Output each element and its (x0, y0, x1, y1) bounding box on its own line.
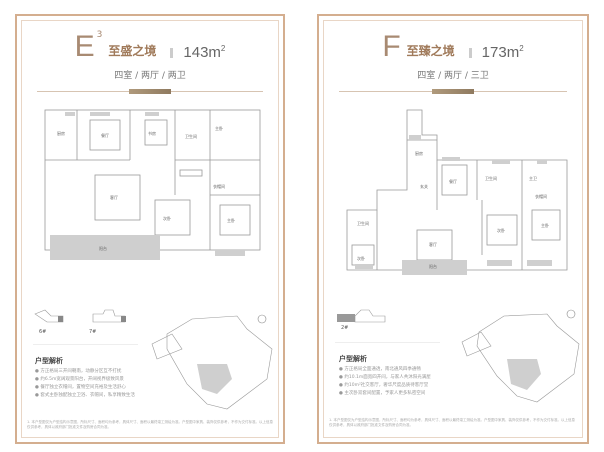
unit-superscript: 3 (96, 30, 103, 40)
svg-text:次卧: 次卧 (357, 255, 365, 261)
svg-text:次卧: 次卧 (497, 227, 505, 233)
site-map (461, 309, 580, 403)
svg-text:主卧: 主卧 (227, 217, 235, 223)
compass-icon (257, 314, 267, 324)
building-label: 2# (341, 325, 349, 331)
svg-text:次卧: 次卧 (163, 215, 171, 221)
analysis-item: ● 方正格局全面通透，南北通风四季通畅 (339, 367, 421, 372)
analysis-item: ● 方正格局三开间朝南，动静分区互不打扰 (35, 369, 122, 374)
floor-plan-e3: 厨房 餐厅 书房 卫生间 主卧 客厅 次卧 衣帽间 主卧 阳台 (44, 109, 261, 260)
analysis-title: 户型解析 (339, 355, 367, 363)
unit-name: 至盛之境 (108, 44, 157, 58)
analysis-item: ● 套式主卧独配独立卫浴、衣帽间，私享精致生活 (35, 393, 135, 398)
svg-text:厨房: 厨房 (415, 150, 423, 156)
disclaimer: 1. 本户型图仅为户型结构示意图，所标尺寸、面积均为参考，具体尺寸、面积以最终竣… (329, 418, 575, 427)
building-key (337, 309, 386, 323)
svg-text:书房: 书房 (148, 130, 156, 136)
svg-text:客厅: 客厅 (110, 194, 118, 200)
divider-accent (129, 89, 171, 94)
floorplan-card-e3: E 3 至盛之境 143m2 四室 / 两厅 / 两卫 (15, 14, 285, 444)
separator-bar (468, 48, 472, 58)
svg-text:餐厅: 餐厅 (449, 178, 457, 184)
inner-border (323, 20, 583, 438)
divider-accent (432, 89, 474, 94)
svg-text:阳台: 阳台 (99, 245, 107, 251)
building-key (34, 309, 126, 323)
analysis-item: ● 约6.5m宽阔观景阳台，开阔视界极致风景 (35, 377, 124, 382)
room-summary: 四室 / 两厅 / 两卫 (114, 71, 186, 81)
analysis-item: ● 约10m²社交客厅，奢华尺度品质待客厅堂 (339, 383, 429, 388)
disclaimer: 1. 本户型图仅为户型结构示意图，所标尺寸、面积均为参考，具体尺寸、面积以最终竣… (27, 420, 273, 429)
svg-text:餐厅: 餐厅 (101, 132, 109, 138)
svg-text:客厅: 客厅 (429, 241, 437, 247)
analysis-item: ● 餐厅独立衣帽间，置物空间充裕及生活舒心 (35, 385, 126, 390)
svg-text:玄关: 玄关 (420, 183, 428, 189)
svg-text:主卫: 主卫 (529, 175, 537, 181)
unit-letter: E (74, 30, 95, 63)
compass-icon (566, 309, 576, 319)
inner-border (21, 20, 279, 438)
analysis-item: ● 约10.1m面宽四开间，与家人共沐阳光满屋 (339, 375, 431, 380)
svg-text:衣帽间: 衣帽间 (535, 193, 547, 199)
sub-divider (335, 342, 440, 343)
floorplan-card-f: F 至臻之境 173m2 四室 / 两厅 / 三卫 (317, 14, 589, 444)
site-map (151, 314, 273, 410)
separator-bar (170, 48, 174, 58)
svg-text:阳台: 阳台 (429, 263, 437, 269)
floor-plan-f: 厨房 餐厅 玄关 卫生间 卫生间 次卧 主卫 客厅 衣帽间 次卧 主卧 阳台 (346, 109, 568, 275)
unit-letter: F (382, 30, 401, 63)
unit-name: 至臻之境 (406, 44, 455, 58)
sub-divider (33, 344, 138, 345)
analysis-item: ● 主次卧双套间配置，予家人更多私密空间 (339, 391, 426, 396)
svg-text:卫生间: 卫生间 (485, 175, 497, 181)
title-row: E 3 至盛之境 143m2 (17, 30, 283, 63)
analysis-title: 户型解析 (35, 357, 63, 365)
building-label: 7# (89, 329, 97, 335)
svg-text:卫生间: 卫生间 (185, 133, 197, 139)
svg-text:卫生间: 卫生间 (357, 220, 369, 226)
room-summary: 四室 / 两厅 / 三卫 (417, 71, 489, 81)
label-kitchen: 厨房 (57, 130, 65, 136)
svg-text:主卧: 主卧 (541, 222, 549, 228)
building-label: 6# (39, 329, 47, 335)
title-row: F 至臻之境 173m2 (319, 32, 587, 62)
unit-area: 173m2 (481, 44, 524, 61)
unit-area: 143m2 (183, 44, 226, 61)
svg-text:衣帽间: 衣帽间 (213, 183, 225, 189)
svg-text:主卧: 主卧 (215, 125, 223, 131)
